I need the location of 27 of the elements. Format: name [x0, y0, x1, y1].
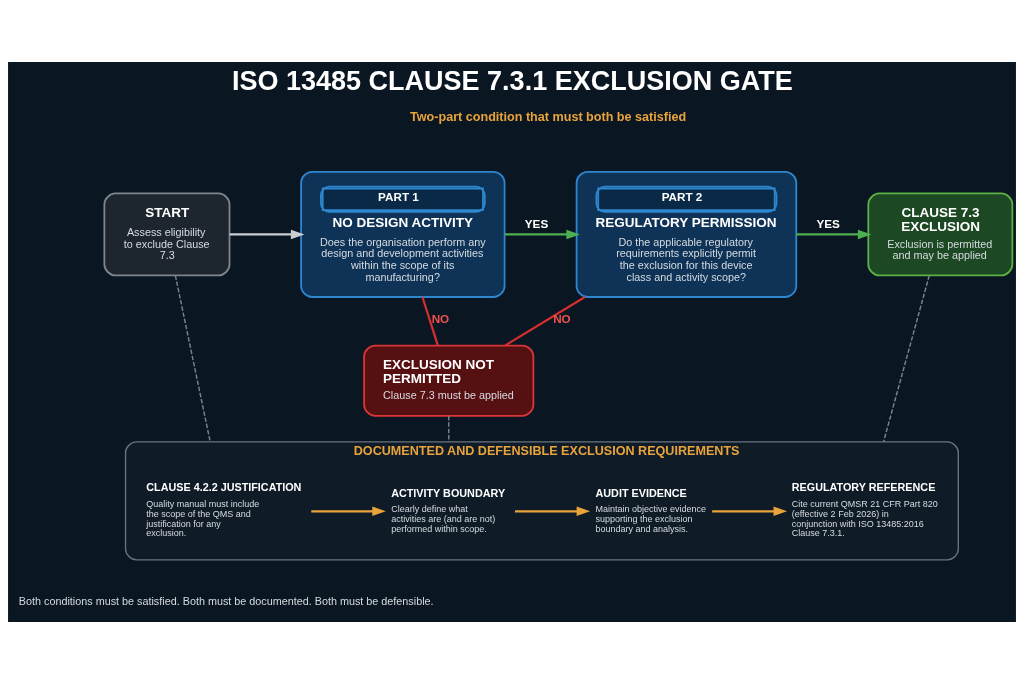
arrow: [504, 229, 580, 239]
node-box: START Assess eligibility to exclude Clause 7.3: [103, 192, 231, 276]
connector: [504, 295, 586, 346]
arrow: [796, 229, 872, 239]
connector: [882, 274, 930, 443]
arrow: [515, 506, 591, 516]
node-text: AUDIT EVIDENCE Maintain objective evidence supporting the exclusion boundary and analysis.: [595, 486, 707, 534]
edge-label: NO: [431, 311, 450, 325]
node-text: ACTIVITY BOUNDARY Clearly define what activities are (and are not) performed within scope.: [391, 486, 506, 534]
diagram-title: ISO 13485 CLAUSE 7.3.1 EXCLUSION GATE: [232, 65, 793, 96]
node-box: CLAUSE 7.3 EXCLUSION Exclusion is permitted and may be applied: [867, 192, 1014, 276]
connector: [174, 274, 211, 443]
connector: [421, 296, 439, 346]
connector: [448, 414, 450, 443]
node-text: REGULATORY REFERENCE Cite current QMSR 21 CFR Part 820 (effective 2 Feb 2026) in conjunction with ISO 13485:2016 Clause 7.3.1.: [791, 480, 938, 538]
node-text: CLAUSE 4.2.2 JUSTIFICATION Quality manual must include the scope of the QMS and justification for any exclusion.: [146, 480, 302, 538]
edge-label: NO: [553, 311, 571, 325]
label: Two-part condition that must both be satisfied: [410, 109, 687, 124]
edge-label: YES: [524, 216, 549, 230]
node-box: EXCLUSION NOT PERMITTED Clause 7.3 must be applied: [363, 344, 535, 417]
edge-label: YES: [816, 216, 840, 230]
arrow: [311, 506, 386, 516]
node-box: PART 2 REGULATORY PERMISSION Do the applicable regulatory requirements explicitly permit the exclusion for this device class and activity scope?: [575, 170, 798, 298]
label: Both conditions must be satisfied. Both must be documented. Both must be defensible.: [18, 594, 434, 607]
arrow: [229, 229, 305, 239]
arrow: [712, 506, 788, 516]
node-box: PART 1 NO DESIGN ACTIVITY Does the organisation perform any design and development activities within the scope of its manufacturing?: [300, 170, 506, 298]
